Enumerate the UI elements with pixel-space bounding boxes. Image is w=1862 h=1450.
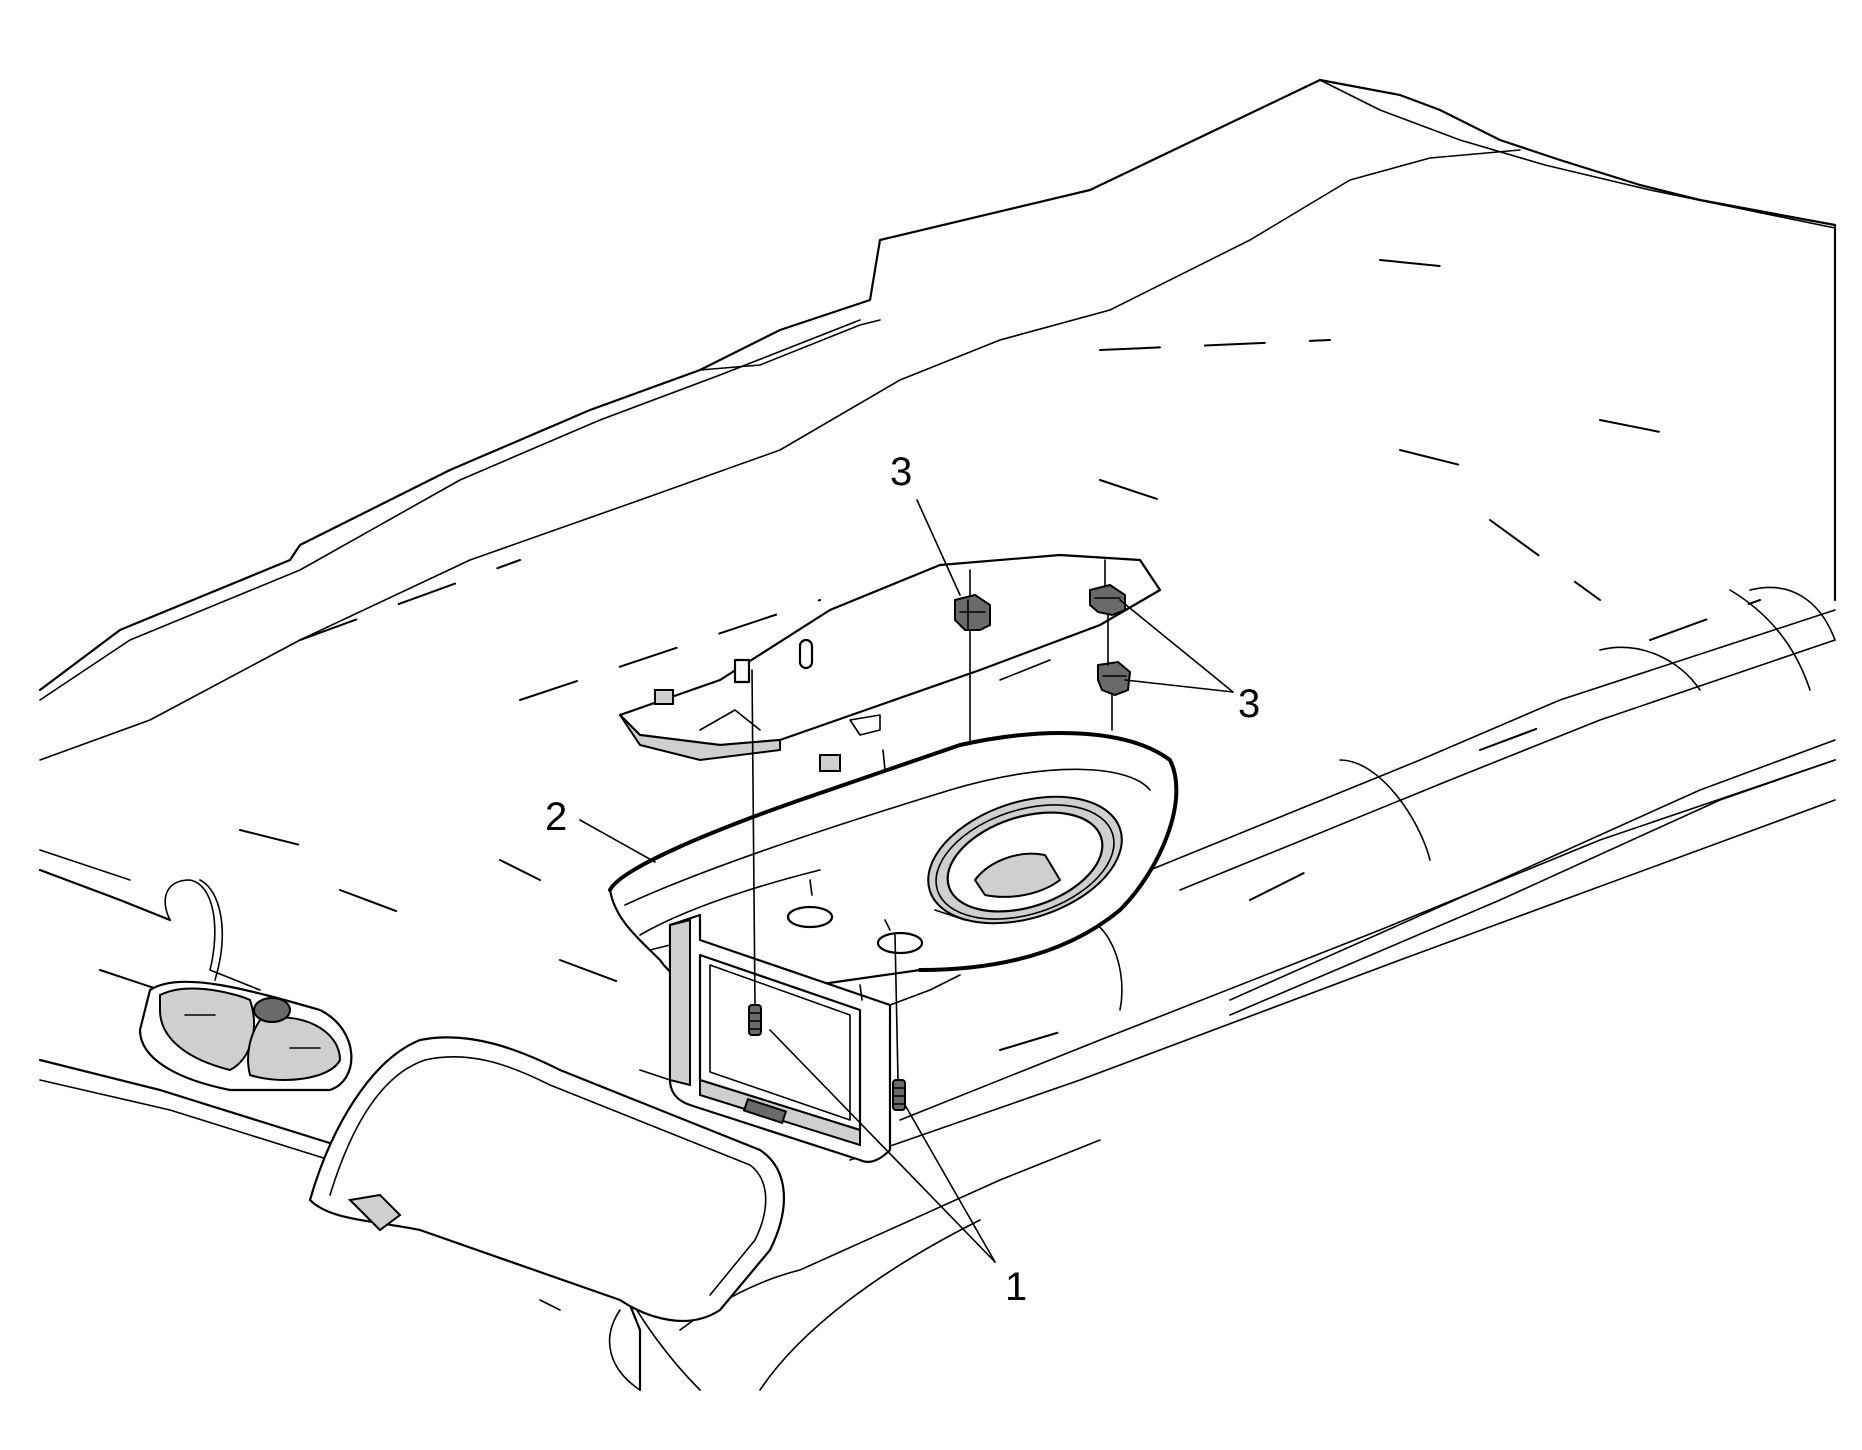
retaining-clip-top-left (954, 593, 991, 631)
overhead-console-bezel (608, 731, 1179, 995)
screw-left (748, 669, 762, 1036)
video-monitor (639, 913, 961, 1164)
retaining-clips (954, 559, 1132, 746)
callout-bezel: 2 (545, 795, 567, 839)
leader-lines (579, 499, 1234, 1263)
callout-clip-top: 3 (890, 450, 912, 494)
screws (748, 669, 906, 1111)
map-light-assembly (138, 980, 353, 1092)
sunroof-opening (308, 1036, 786, 1322)
callout-screws: 1 (1005, 1265, 1027, 1309)
retaining-clip-lower-right (1097, 660, 1132, 697)
callouts: 1 2 3 3 (545, 450, 1260, 1309)
screw-right (892, 934, 906, 1111)
callout-clips-right: 3 (1238, 682, 1260, 726)
retaining-clip-upper-right (1089, 583, 1126, 617)
headliner (38, 78, 1837, 1392)
